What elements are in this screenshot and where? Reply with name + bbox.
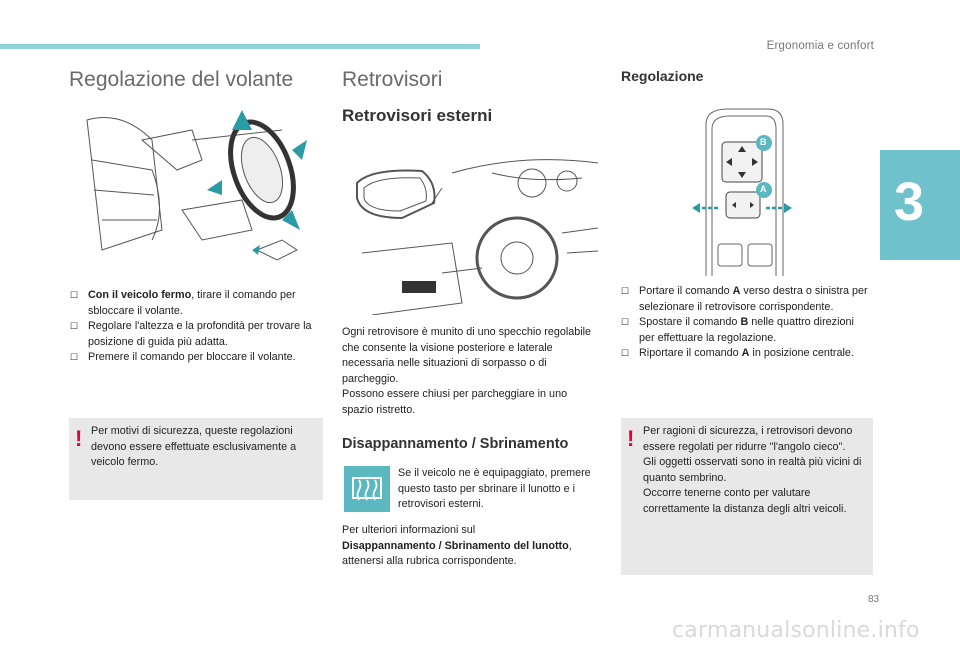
mirror-control-illustration: [688, 104, 794, 276]
defrost-title: Disappannamento / Sbrinamento: [342, 436, 569, 452]
emphasis: B: [740, 316, 749, 328]
adjustment-title: Regolazione: [621, 68, 704, 84]
reference-link: Disappannamento / Sbrinamento del lunott…: [342, 539, 569, 552]
watermark: carmanualsonline.info: [672, 618, 920, 643]
text: nelle quattro direzioni per effettuare l…: [639, 316, 854, 344]
warning-icon: !: [75, 426, 83, 451]
text: in posizione centrale.: [749, 347, 854, 359]
mirror-dashboard-illustration: [342, 143, 598, 315]
warning-icon: !: [627, 426, 635, 451]
external-mirrors-title: Retrovisori esterni: [342, 106, 493, 125]
label-b: B: [760, 137, 767, 147]
header-accent-bar: [0, 44, 480, 49]
emphasis: A: [732, 285, 741, 297]
list-item: ☐Premere il comando per bloccare il vola…: [70, 350, 325, 366]
text: Spostare il comando: [639, 316, 741, 328]
text: Portare il comando: [639, 285, 733, 297]
chapter-tab: [880, 150, 960, 260]
warning-text: Per ragioni di sicurezza, i retrovisori …: [643, 425, 862, 515]
mirrors-section-title: Retrovisori: [342, 68, 443, 91]
text: verso destra o sinistra per selezionare …: [639, 285, 868, 313]
steering-steps: ☐Con il veicolo fermo, tirare il comando…: [70, 288, 325, 366]
list-item: ☐Regolare l'altezza e la profondità per …: [70, 319, 325, 350]
emphasis: A: [741, 347, 750, 359]
text: Per ulteriori informazioni sul: [342, 524, 476, 536]
mirrors-description: Ogni retrovisore è munito di uno specchi…: [342, 325, 598, 418]
paragraph: Possono essere chiusi per parcheggiare i…: [342, 388, 568, 416]
chapter-number: 3: [893, 172, 925, 232]
mirror-warning-box: ! Per ragioni di sicurezza, i retrovisor…: [621, 418, 873, 575]
steering-wheel-illustration: [82, 100, 312, 276]
list-item: ☐Riportare il comando A in posizione cen…: [621, 347, 854, 359]
steering-section-title: Regolazione del volante: [69, 68, 294, 91]
warning-text: Per motivi di sicurezza, queste regolazi…: [91, 425, 297, 468]
page-number: 83: [868, 594, 880, 605]
paragraph: Ogni retrovisore è munito di uno specchi…: [342, 326, 592, 385]
label-a: A: [760, 184, 767, 194]
adjustment-steps: ☐Portare il comando A verso destra o sin…: [621, 284, 871, 362]
running-header: Ergonomia e confort: [766, 40, 874, 52]
list-item: ☐Con il veicolo fermo, tirare il comando…: [70, 289, 296, 317]
rear-defrost-icon: [344, 466, 390, 512]
text: Riportare il comando: [639, 347, 742, 359]
defrost-description: Se il veicolo ne è equipaggiato, premere…: [398, 467, 591, 510]
list-item: ☐Portare il comando A verso destra o sin…: [621, 285, 868, 313]
emphasis: Con il veicolo fermo: [88, 289, 192, 301]
more-info-text: Per ulteriori informazioni sul Disappann…: [342, 523, 598, 570]
text: , attenersi alla rubrica corrispondente.: [342, 539, 572, 568]
steering-warning-box: ! Per motivi di sicurezza, queste regola…: [69, 418, 323, 500]
list-item: ☐Spostare il comando B nelle quattro dir…: [621, 316, 854, 344]
list-item-text: Regolare l'altezza e la profondità per t…: [88, 320, 312, 348]
list-item-text: Premere il comando per bloccare il volan…: [88, 351, 296, 363]
list-item-text: , tirare il comando per sbloccare il vol…: [88, 289, 296, 317]
